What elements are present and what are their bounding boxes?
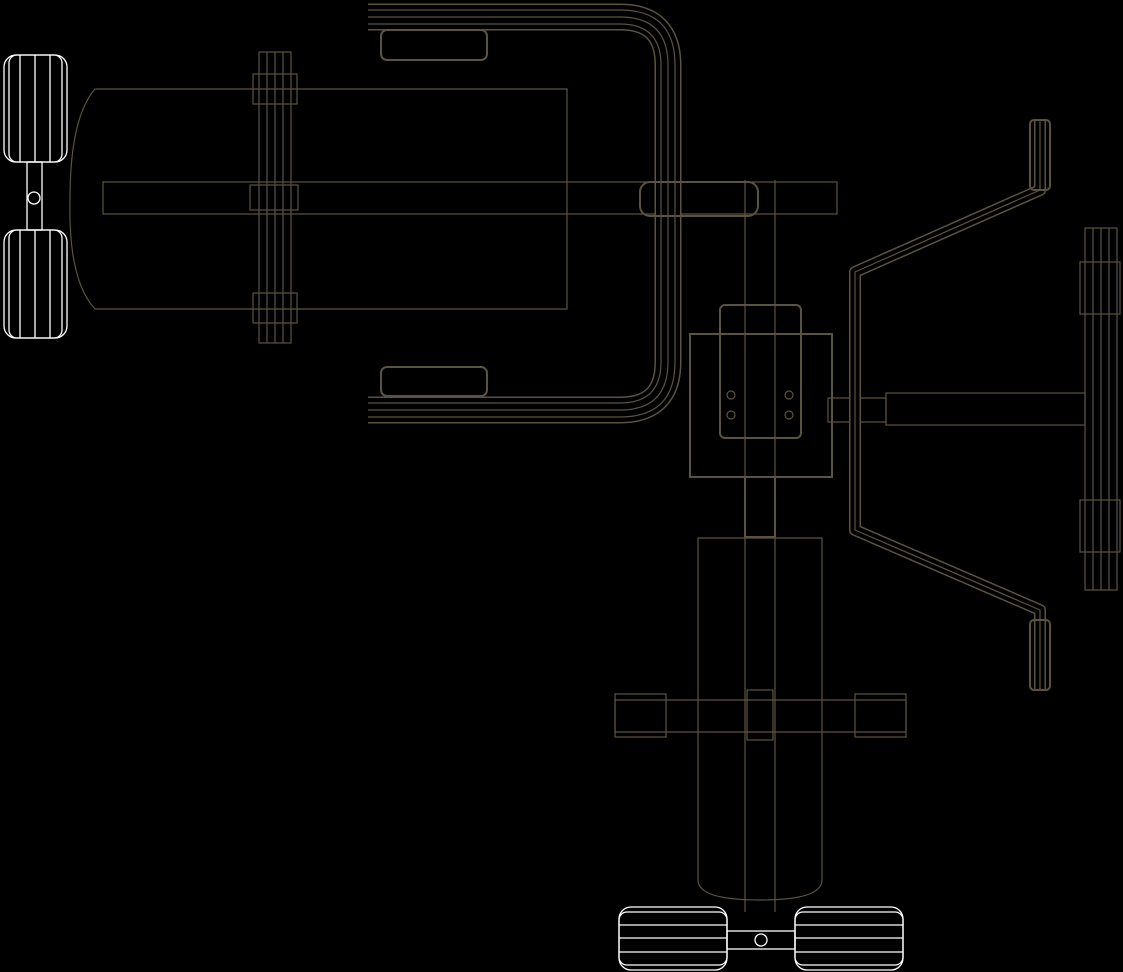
- bottom-crossbar: [614, 689, 907, 741]
- u-frame-tube: [368, 3, 759, 424]
- main-crossbar: [102, 181, 838, 215]
- left-vertical-bar: [252, 51, 298, 344]
- left-dumbbell: [3, 54, 68, 339]
- left-bench-pad: [69, 88, 568, 310]
- center-column: [689, 180, 833, 912]
- bar-clamp: [249, 184, 299, 211]
- bottom-dumbbell: [618, 906, 904, 971]
- bottom-bench-pad: [697, 537, 823, 901]
- bent-handle-bar: [849, 119, 1051, 691]
- right-stem: [827, 227, 1121, 591]
